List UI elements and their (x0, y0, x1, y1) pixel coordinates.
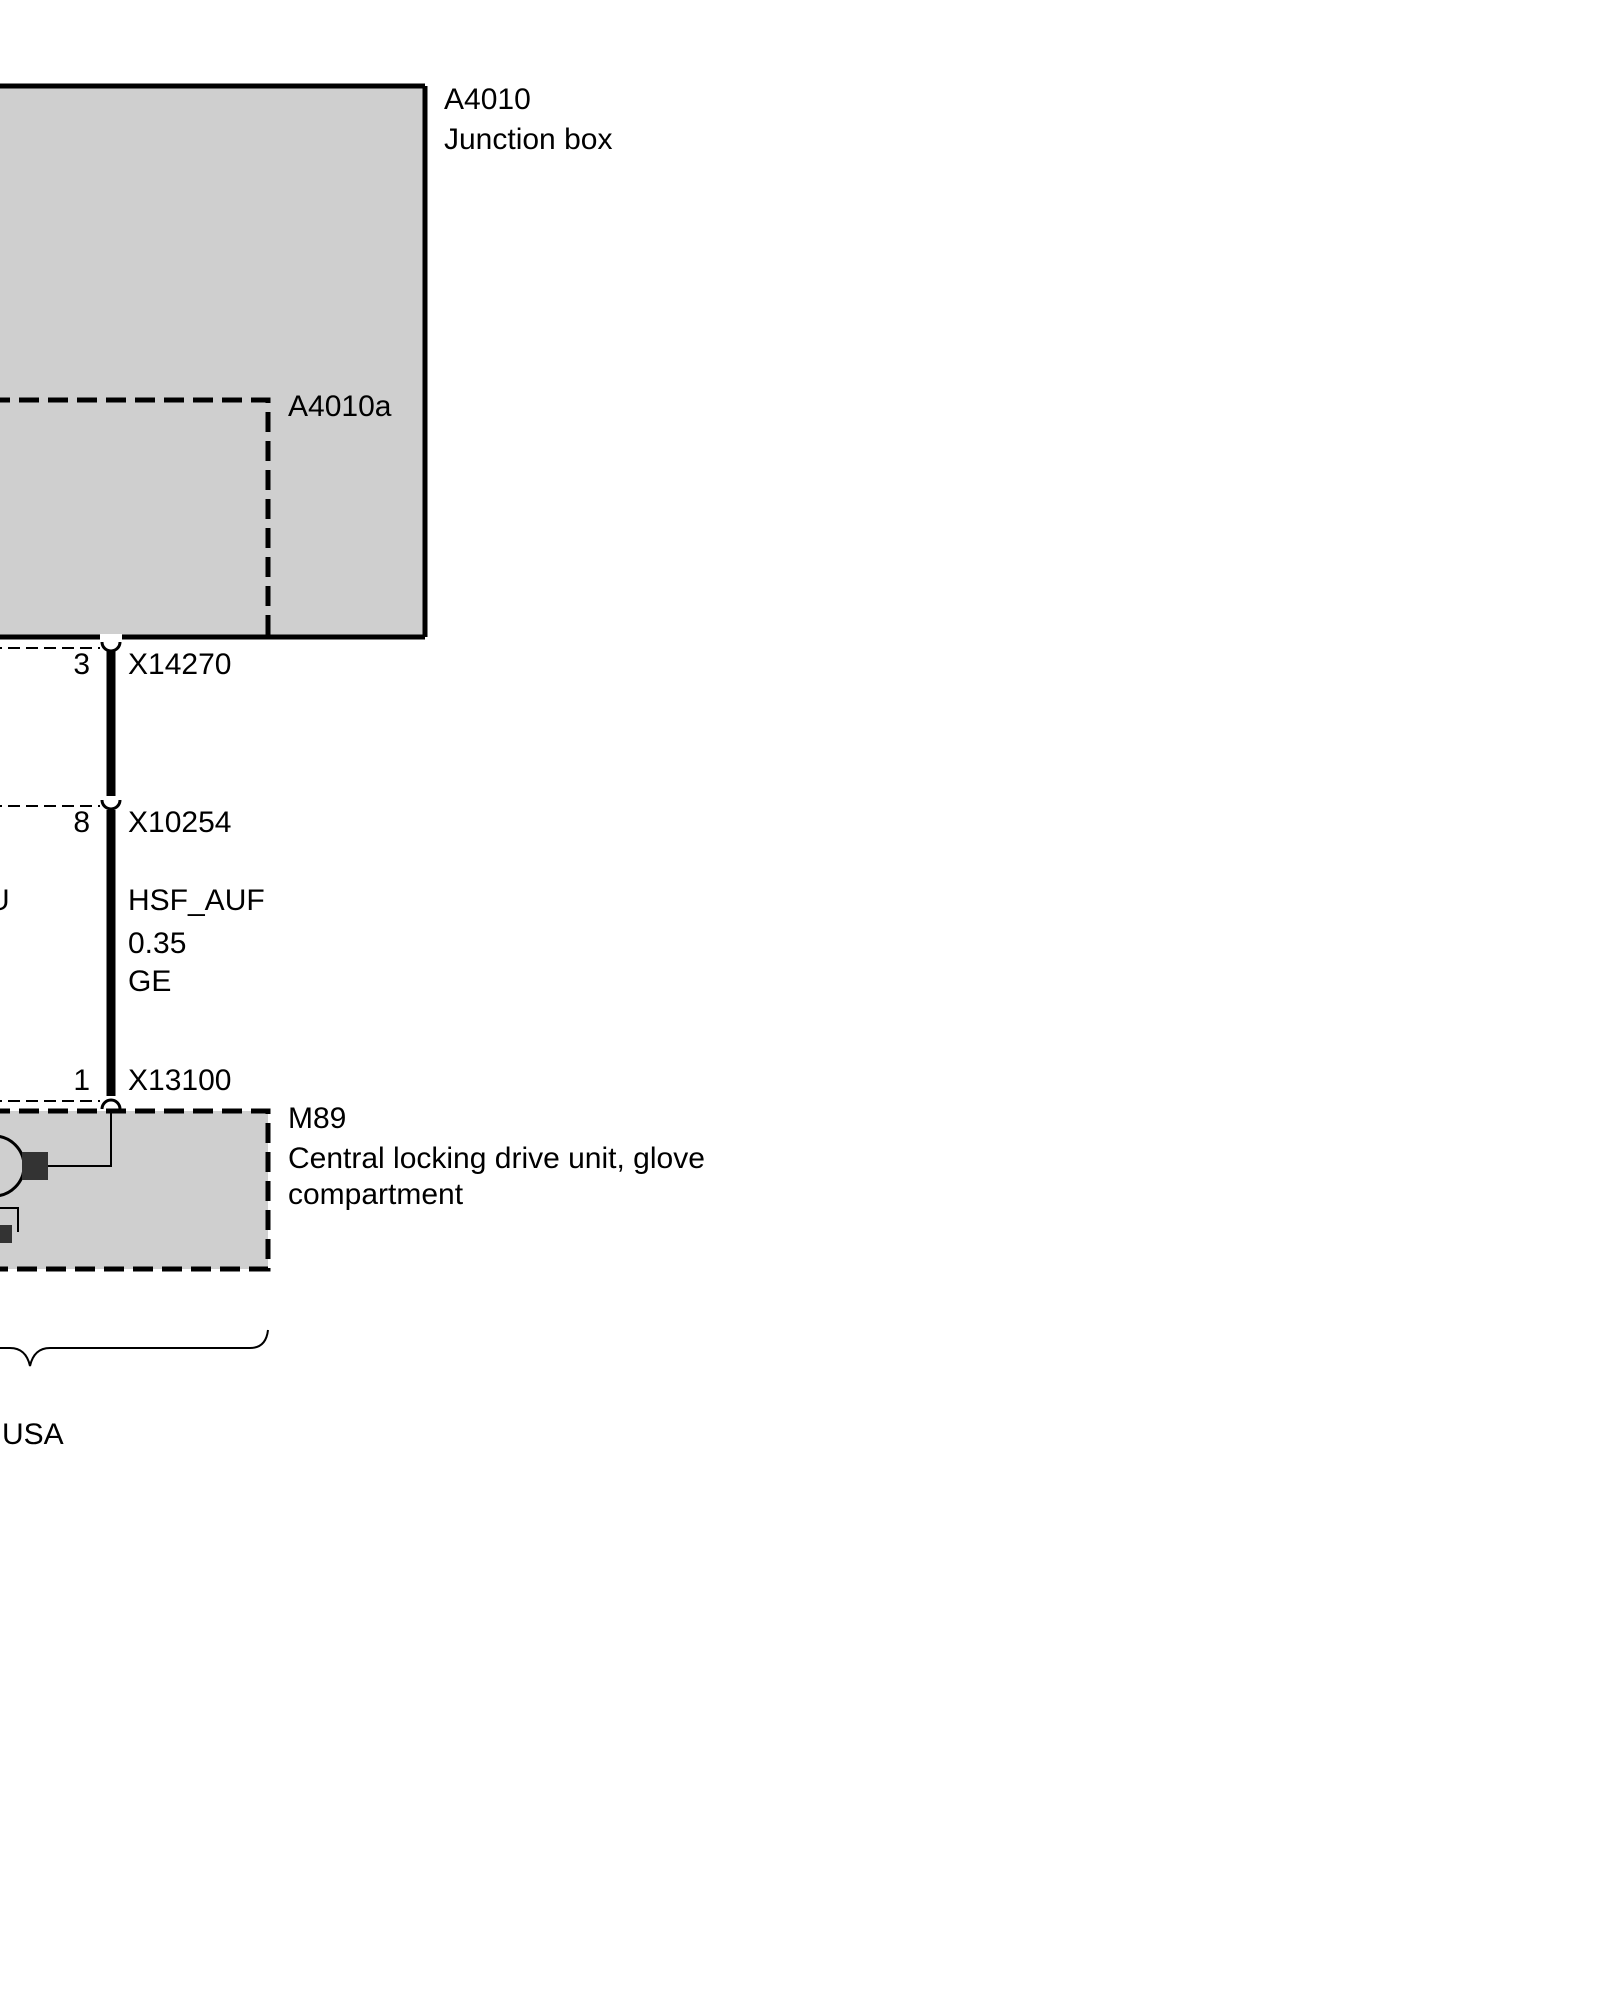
wire-signal-name: HSF_AUF (128, 884, 265, 917)
cutoff-label-u: U (0, 884, 10, 918)
variant-brace (0, 1329, 269, 1367)
drive-unit-name-line1: Central locking drive unit, glove (288, 1142, 705, 1175)
pin-number-x10254: 8 (73, 806, 90, 839)
pin-number-x14270: 3 (73, 648, 90, 681)
junction-box-a4010-edge (0, 83, 428, 640)
sub-module-a4010a (0, 397, 271, 640)
junction-box-id: A4010 (444, 83, 531, 116)
connector-id-x14270: X14270 (128, 648, 232, 681)
sub-module-id: A4010a (288, 390, 392, 423)
junction-box-name: Junction box (444, 123, 613, 156)
variant-label-usa: USA (2, 1418, 64, 1451)
connector-pin-x13100 (100, 1092, 122, 1110)
drive-unit-id: M89 (288, 1102, 347, 1135)
connector-id-x10254: X10254 (128, 806, 232, 839)
wire-cross-section: 0.35 (128, 927, 187, 960)
connector-pin-x10254 (100, 797, 122, 813)
wire-color-code: GE (128, 965, 172, 998)
motor-icon (0, 1135, 48, 1243)
pin-number-x13100: 1 (73, 1064, 90, 1097)
drive-unit-name-line2: compartment (288, 1178, 464, 1211)
motor-internal-wire (46, 1111, 112, 1167)
drive-unit-m89 (0, 1108, 271, 1272)
connector-id-x13100: X13100 (128, 1064, 232, 1097)
